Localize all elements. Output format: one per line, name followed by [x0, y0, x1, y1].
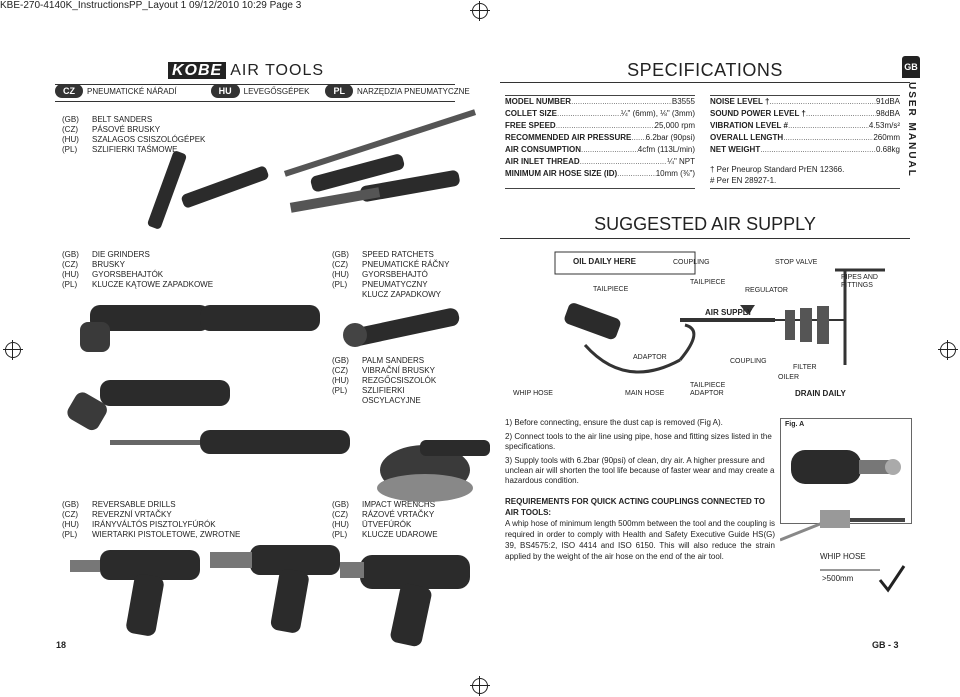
label-tailpiece: TAILPIECE	[690, 279, 726, 286]
label-coupling: COUPLING	[673, 259, 710, 266]
registration-mark-icon	[470, 1, 490, 21]
label-fittings: FITTINGS	[841, 282, 873, 289]
whip-hose-label: WHIP HOSE	[820, 552, 866, 561]
language-bar	[55, 84, 455, 102]
whip-hose-icon	[780, 510, 906, 593]
palm-sander-icon	[377, 440, 490, 502]
spec-row: SOUND POWER LEVEL †98dBA	[710, 108, 900, 120]
page-number-left: 18	[56, 640, 67, 650]
tool-illustrations	[67, 109, 490, 647]
label-tailpiece: TAILPIECE	[593, 286, 629, 293]
belt-sander-icon	[147, 109, 477, 229]
suggested-air-supply-heading: SUGGESTED AIR SUPPLY	[594, 214, 816, 234]
divider	[500, 238, 910, 239]
lang-text: NARZĘDZIA PNEUMATYCZNE	[356, 86, 470, 96]
label-filter: FILTER	[793, 364, 817, 371]
dust-cap-icon	[791, 450, 901, 484]
group-belt-sanders: (GB)BELT SANDERS (CZ)PÁSOVÉ BRUSKY (HU)S…	[62, 115, 206, 154]
label-oil-daily: OIL DAILY HERE	[573, 257, 636, 266]
label-coupling: COUPLING	[730, 358, 767, 365]
page-number-right: GB - 3	[872, 640, 899, 650]
air-supply-diagram: OIL DAILY HERE COUPLING STOP VALVE TAILP…	[505, 250, 905, 410]
spec-row: FREE SPEED25,000 rpm	[505, 120, 695, 132]
lang-code: HU	[210, 84, 240, 98]
registration-mark-icon	[3, 340, 23, 360]
coupling-requirements: REQUIREMENTS FOR QUICK ACTING COUPLINGS …	[505, 496, 775, 562]
air-supply-lines	[554, 251, 885, 374]
spec-row: MODEL NUMBERB3555	[505, 96, 695, 108]
instruction-item: 2) Connect tools to the air line using p…	[505, 432, 772, 451]
side-lang-code: GB	[902, 56, 920, 78]
spec-row: AIR INLET THREAD¼" NPT	[505, 156, 695, 168]
label-stop-valve: STOP VALVE	[775, 259, 818, 266]
group-die-grinders: (GB)DIE GRINDERS (CZ)BRUSKY (HU)GYORSBEH…	[62, 250, 214, 289]
figure-a-label: Fig. A	[785, 421, 805, 428]
label-adaptor: ADAPTOR	[690, 390, 724, 397]
side-tab: GB USER MANUAL	[902, 56, 924, 196]
requirements-heading: REQUIREMENTS FOR QUICK ACTING COUPLINGS …	[505, 497, 766, 517]
instructions-list: 1) Before connecting, ensure the dust ca…	[505, 418, 775, 486]
spec-note: † Per Pneurop Standard PrEN 12366.	[710, 165, 845, 174]
lang-code: PL	[325, 84, 353, 98]
spec-table-left: MODEL NUMBERB3555 COLLET SIZE¼" (6mm), ⅛…	[505, 95, 695, 189]
print-slug: KBE-270-4140K_InstructionsPP_Layout 1 09…	[0, 0, 302, 11]
spec-row: RECOMMENDED AIR PRESSURE6.2bar (90psi)	[505, 132, 695, 144]
label-adaptor: ADAPTOR	[633, 354, 667, 361]
spec-row: VIBRATION LEVEL #4.53m/s²	[710, 120, 900, 132]
whip-hose-length: >500mm	[822, 574, 854, 583]
label-main-hose: MAIN HOSE	[625, 390, 665, 397]
side-user-manual: USER MANUAL	[906, 82, 917, 178]
registration-mark-icon	[938, 340, 958, 360]
ratchet-icon	[343, 308, 460, 347]
label-air-supply: AIR SUPPLY	[705, 308, 753, 317]
label-drain-daily: DRAIN DAILY	[795, 389, 846, 398]
group-palm-sanders: (GB)PALM SANDERS (CZ)VIBRAČNÍ BRUSKY (HU…	[332, 356, 437, 405]
requirements-body: A whip hose of minimum length 500mm betw…	[505, 519, 775, 561]
group-impact-wrenchs: (GB)IMPACT WRENCHS (CZ)RÁZOVÉ VRTAČKY (H…	[332, 500, 438, 539]
spec-row: MINIMUM AIR HOSE SIZE (ID)10mm (⅜")	[505, 168, 695, 180]
air-tools-title: AIR TOOLS	[230, 62, 325, 79]
language-row: CZ PNEUMATICKÉ NÁŘADÍ HU LEVEGŐSGÉPEK PL…	[55, 84, 470, 98]
label-whip-hose: WHIP HOSE	[513, 390, 553, 397]
label-oiler: OILER	[778, 374, 800, 381]
registration-mark-icon	[470, 676, 490, 696]
divider	[500, 82, 910, 83]
specifications-heading: SPECIFICATIONS	[627, 60, 783, 80]
instruction-item: 3) Supply tools with 6.2bar (90psi) of c…	[505, 456, 775, 485]
label-pipes-and: PIPES AND	[841, 274, 878, 281]
die-grinder-icon	[67, 305, 350, 454]
group-speed-ratchets: (GB)SPEED RATCHETS (CZ)PNEUMATICKÉ RÁČNY…	[332, 250, 450, 299]
instruction-item: 1) Before connecting, ensure the dust ca…	[505, 418, 723, 427]
spec-row: OVERALL LENGTH260mm	[710, 132, 900, 144]
lang-text: LEVEGŐSGÉPEK	[243, 86, 310, 96]
label-tailpiece: TAILPIECE	[690, 382, 726, 389]
lang-code: CZ	[55, 84, 83, 98]
spec-row: NOISE LEVEL †91dBA	[710, 96, 900, 108]
group-reversable-drills: (GB)REVERSABLE DRILLS (CZ)REVERZNÍ VRTAČ…	[62, 500, 241, 539]
spec-row: AIR CONSUMPTION4cfm (113L/min)	[505, 144, 695, 156]
kobe-logo: KOBE	[168, 62, 227, 79]
whip-hose-figure: WHIP HOSE >500mm	[780, 500, 910, 600]
spec-row: NET WEIGHT0.68kg	[710, 144, 900, 156]
lang-text: PNEUMATICKÉ NÁŘADÍ	[87, 86, 177, 96]
impact-wrench-icon	[340, 555, 470, 647]
label-regulator: REGULATOR	[745, 287, 788, 294]
drill-icon	[70, 545, 340, 636]
spec-table-right: NOISE LEVEL †91dBA SOUND POWER LEVEL †98…	[710, 95, 900, 189]
spec-row: COLLET SIZE¼" (6mm), ⅛" (3mm)	[505, 108, 695, 120]
spec-note: # Per EN 28927-1.	[710, 176, 777, 185]
